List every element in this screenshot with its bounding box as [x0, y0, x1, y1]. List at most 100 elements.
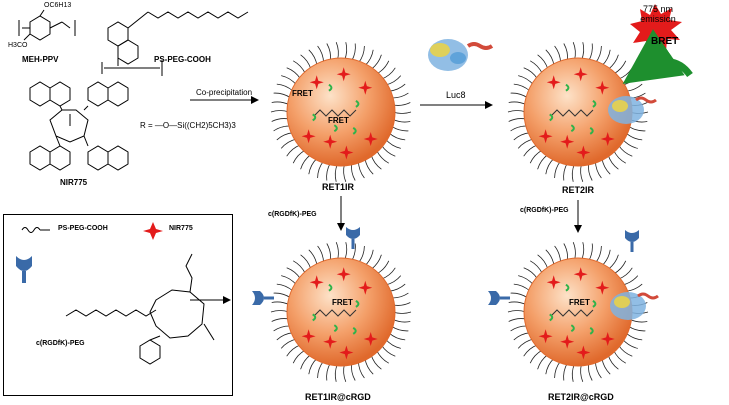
legend-crgd-ligand	[16, 256, 32, 283]
peg-chain	[529, 149, 543, 164]
peg-chain	[286, 144, 301, 157]
peg-chain	[507, 110, 527, 113]
crgd-ligand	[488, 291, 510, 305]
ret1ir-crgd-particle	[252, 227, 412, 382]
peg-chain	[358, 360, 365, 379]
peg-chain	[523, 344, 538, 357]
peg-chain	[617, 344, 633, 357]
peg-chain	[364, 249, 374, 267]
fret-label-3: FRET	[332, 298, 353, 307]
peg-chain	[581, 42, 585, 61]
peg-chain	[392, 311, 412, 314]
crescent-mark	[333, 124, 338, 133]
peg-chain	[271, 301, 290, 306]
peg-chain	[529, 349, 543, 364]
nir775-star	[309, 275, 324, 290]
peg-chain	[292, 149, 306, 164]
peg-chain	[537, 254, 549, 270]
crescent-mark	[592, 100, 597, 108]
peg-chain	[607, 354, 619, 370]
peg-chain	[300, 254, 312, 270]
emission-label: 775 nm emission	[640, 4, 676, 24]
peg-chain	[537, 54, 549, 70]
peg-chain	[613, 260, 627, 275]
peg-chain	[508, 118, 527, 122]
peg-chain	[343, 163, 347, 182]
crescent-mark	[589, 127, 594, 135]
nir775-star	[323, 334, 338, 349]
peg-chain	[580, 163, 584, 182]
peg-chain	[344, 242, 348, 261]
peg-chain	[618, 67, 633, 80]
nir775-star	[309, 75, 324, 90]
peg-chain	[391, 292, 409, 299]
peg-chain	[517, 338, 534, 349]
nir775-star	[560, 334, 575, 349]
luc8-protein	[428, 39, 494, 71]
polymer-sketch	[550, 109, 594, 117]
bret-label: BRET	[651, 36, 679, 47]
peg-chain	[507, 310, 527, 313]
nir775-star	[339, 345, 354, 360]
luc8-label: Luc8	[446, 90, 466, 100]
peg-chain	[308, 249, 318, 266]
peg-chain	[622, 275, 639, 286]
peg-chain	[308, 357, 318, 375]
polymer-sketch	[550, 309, 594, 317]
crescent-mark	[352, 127, 357, 135]
ps-peg-cooh-label: PS-PEG-COOH	[154, 55, 211, 64]
crgd-ligand	[625, 230, 639, 252]
peg-chain	[300, 154, 312, 170]
peg-chain	[381, 267, 396, 280]
ret1ir-label: RET1IR	[322, 182, 354, 192]
peg-chain	[293, 60, 306, 75]
crgd-peg-label-left: c(RGDfK)-PEG	[268, 211, 317, 218]
peg-chain	[376, 60, 390, 75]
peg-chain	[613, 60, 627, 75]
nir775-star	[336, 67, 351, 82]
peg-chain	[622, 75, 639, 86]
ret2ir-label: RET2IR	[562, 185, 594, 195]
peg-chain	[595, 360, 602, 379]
fret-label-1a: FRET	[292, 89, 313, 98]
peg-chain	[571, 363, 575, 382]
peg-chain	[273, 292, 292, 299]
peg-chain	[370, 254, 382, 270]
peg-chain	[370, 154, 382, 170]
peg-chain	[508, 301, 527, 306]
nir775-star	[595, 280, 610, 295]
peg-chain	[510, 92, 529, 99]
crgd-peg-label-right: c(RGDfK)-PEG	[520, 207, 569, 214]
legend-ps-peg-label: PS-PEG-COOH	[58, 225, 108, 232]
peg-chain	[276, 332, 294, 341]
crgd-ligand	[346, 227, 360, 249]
peg-chain	[392, 302, 411, 306]
peg-chain	[554, 45, 561, 64]
nir775-star	[323, 134, 338, 149]
peg-chain	[392, 111, 412, 114]
peg-chain	[376, 149, 389, 164]
peg-chain	[286, 67, 302, 80]
peg-chain	[276, 283, 294, 292]
peg-chain	[595, 245, 602, 264]
peg-chain	[276, 132, 294, 141]
peg-chain	[545, 157, 555, 175]
peg-chain	[513, 283, 531, 292]
meh-ppv-label: MEH-PPV	[22, 55, 59, 64]
crgd-ligand	[252, 291, 274, 305]
ret2ir-particle	[507, 42, 657, 182]
peg-chain	[537, 354, 549, 370]
fret-label-1b: FRET	[328, 116, 349, 125]
peg-chain	[370, 354, 382, 370]
nir775-star	[546, 275, 561, 290]
peg-chain	[385, 275, 402, 286]
crescent-mark	[592, 300, 597, 308]
peg-chain	[510, 325, 528, 332]
peg-chain	[618, 267, 633, 280]
ret2ir-crgd-particle	[488, 230, 659, 382]
peg-chain	[351, 162, 356, 181]
peg-chain	[270, 310, 290, 313]
peg-chain	[588, 362, 593, 381]
nir775-star	[546, 75, 561, 90]
